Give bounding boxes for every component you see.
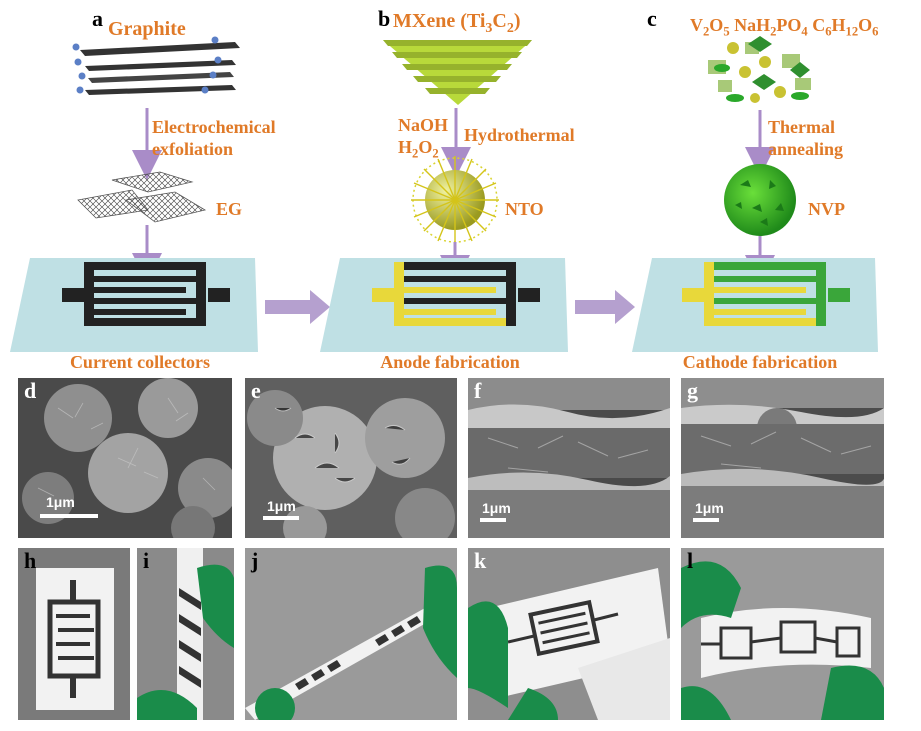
- caption-current-collectors: Current collectors: [20, 352, 260, 373]
- panel-label-i: i: [143, 548, 149, 574]
- mxene-stack: [383, 40, 532, 105]
- reagents-label: NaOH H2O2: [398, 114, 448, 165]
- panel-label-f: f: [474, 378, 481, 404]
- arrow-ab: [265, 290, 330, 324]
- precursor-formula-label: V2O5 NaH2PO4 C6H12O6: [690, 14, 878, 43]
- panel-label-g: g: [687, 378, 698, 404]
- scalebar-label-f: 1μm: [482, 500, 511, 516]
- graphite-label: Graphite: [108, 18, 186, 41]
- photo-l-drawing: [681, 548, 884, 720]
- anode-device: [320, 258, 568, 352]
- scalebar-e: [263, 516, 299, 520]
- sem-image-e: e 1μm: [245, 378, 457, 538]
- exfoliation-step-label: Electrochemical exfoliation: [152, 116, 276, 160]
- panel-label-k: k: [474, 548, 486, 574]
- sem-e-texture: [245, 378, 457, 538]
- scalebar-label-e: 1μm: [267, 498, 296, 514]
- caption-cathode-fabrication: Cathode fabrication: [640, 352, 880, 373]
- nto-sphere: [411, 156, 499, 244]
- panel-label-a: a: [92, 6, 103, 32]
- panel-label-c: c: [647, 6, 657, 32]
- eg-label: EG: [216, 198, 242, 220]
- hydrothermal-label: Hydrothermal: [464, 124, 575, 146]
- h2o2-label: H2O2: [398, 136, 448, 165]
- scalebar-d: [40, 514, 98, 518]
- caption-anode-fabrication: Anode fabrication: [330, 352, 570, 373]
- nvp-sphere: [724, 164, 796, 236]
- photo-i-drawing: [137, 548, 234, 720]
- graphite-stack: [73, 37, 241, 96]
- scalebar-label-g: 1μm: [695, 500, 724, 516]
- annealing-step-label: Thermal annealing: [768, 116, 843, 160]
- annealing-line1: Thermal: [768, 116, 843, 138]
- panel-label-l: l: [687, 548, 693, 574]
- current-collector-device: [10, 258, 258, 352]
- exfoliation-line2: exfoliation: [152, 138, 276, 160]
- scalebar-g: [693, 518, 719, 522]
- photo-l: l: [681, 548, 884, 720]
- photo-k-drawing: [468, 548, 670, 720]
- sem-image-f: f 1μm: [468, 378, 670, 538]
- sem-image-d: d 1μm: [18, 378, 232, 538]
- panel-label-h: h: [24, 548, 36, 574]
- nto-label: NTO: [505, 198, 544, 220]
- sem-image-g: g 1μm: [681, 378, 884, 538]
- photo-j: j: [245, 548, 457, 720]
- nvp-label: NVP: [808, 198, 845, 220]
- annealing-line2: annealing: [768, 138, 843, 160]
- cathode-device: [632, 258, 878, 352]
- scalebar-f: [480, 518, 506, 522]
- photo-h: h: [18, 548, 130, 720]
- mxene-label: MXene (Ti3C2): [393, 10, 521, 37]
- precursors: [708, 36, 811, 103]
- eg-sheets: [78, 172, 205, 222]
- photo-k: k: [468, 548, 670, 720]
- panel-label-d: d: [24, 378, 36, 404]
- scalebar-label-d: 1μm: [46, 494, 75, 510]
- exfoliation-line1: Electrochemical: [152, 116, 276, 138]
- panel-label-e: e: [251, 378, 261, 404]
- panel-label-b: b: [378, 6, 390, 32]
- photo-j-drawing: [245, 548, 457, 720]
- naoh-label: NaOH: [398, 114, 448, 136]
- arrow-bc: [575, 290, 635, 324]
- photo-i: i: [137, 548, 234, 720]
- schematic: [0, 0, 921, 380]
- panel-label-j: j: [251, 548, 258, 574]
